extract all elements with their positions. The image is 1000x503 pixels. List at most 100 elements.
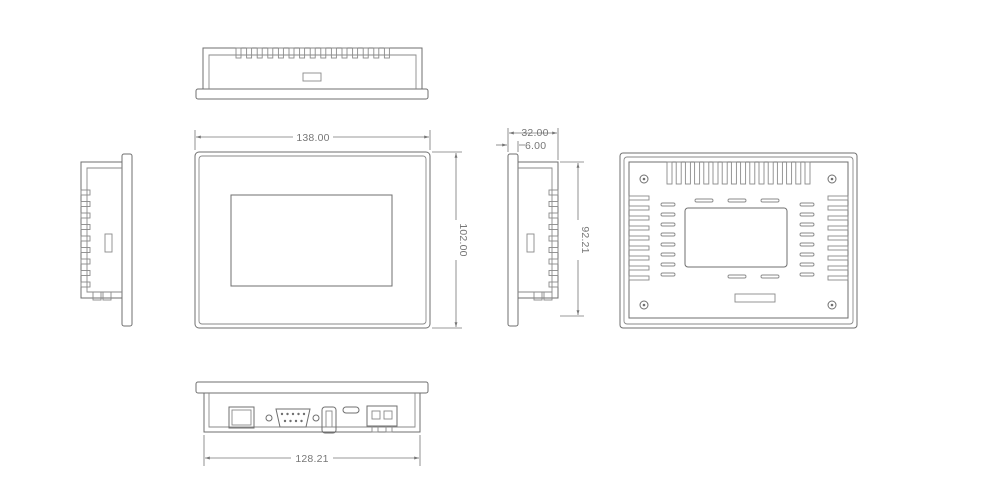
bottom-view: 128.21 bbox=[195, 381, 429, 466]
vent-fin bbox=[246, 47, 253, 59]
left-view-vents bbox=[80, 189, 91, 288]
vent-fin bbox=[80, 212, 91, 219]
vent-fin bbox=[548, 212, 559, 219]
left-view-connector bbox=[104, 233, 113, 253]
vent-fin bbox=[684, 161, 691, 185]
rear-view-slots bbox=[660, 198, 815, 279]
serial-db9-port bbox=[265, 408, 320, 428]
depth-dimension-label: 32.00 bbox=[521, 127, 548, 139]
vent-fin bbox=[548, 201, 559, 207]
right-view-connector bbox=[526, 233, 535, 253]
vent-fin bbox=[703, 161, 710, 185]
vent-fin bbox=[827, 235, 849, 241]
vent-fin bbox=[827, 245, 849, 251]
vent-fin bbox=[827, 215, 849, 221]
vent-fin bbox=[628, 245, 650, 251]
vent-fin bbox=[80, 201, 91, 207]
vent-fin bbox=[80, 270, 91, 276]
vent-fin bbox=[827, 255, 849, 261]
right-view-vents bbox=[548, 189, 559, 288]
vent-fin bbox=[309, 47, 316, 59]
vent-fin bbox=[758, 161, 765, 185]
ethernet-port bbox=[228, 406, 255, 429]
top-view-vents bbox=[235, 47, 390, 59]
vent-fin bbox=[628, 275, 650, 281]
vent-fin bbox=[795, 161, 802, 185]
top-view-connector bbox=[302, 72, 322, 82]
vent-fin bbox=[628, 215, 650, 221]
rear-view-right-vents bbox=[827, 195, 849, 281]
vent-fin bbox=[827, 195, 849, 201]
vent-fin bbox=[256, 47, 263, 59]
front-view-screen bbox=[230, 194, 393, 287]
vent-fin bbox=[352, 47, 359, 59]
rear-view-port-block bbox=[734, 293, 776, 303]
vent-fin bbox=[362, 47, 369, 59]
vent-fin bbox=[827, 275, 849, 281]
vent-fin bbox=[786, 161, 793, 185]
usb-c-port bbox=[342, 406, 360, 414]
vent-fin bbox=[548, 189, 559, 196]
flange-dimension-label: 6.00 bbox=[525, 140, 546, 152]
vent-fin bbox=[80, 235, 91, 242]
vent-fin bbox=[267, 47, 274, 59]
vent-fin bbox=[628, 265, 650, 271]
vent-fin bbox=[827, 205, 849, 211]
vent-fin bbox=[721, 161, 728, 185]
vent-fin bbox=[80, 281, 91, 288]
vent-fin bbox=[776, 161, 783, 185]
vent-fin bbox=[548, 270, 559, 276]
vent-fin bbox=[666, 161, 673, 185]
vent-fin bbox=[373, 47, 380, 59]
vent-fin bbox=[277, 47, 284, 59]
vent-fin bbox=[730, 161, 737, 185]
vent-fin bbox=[628, 195, 650, 201]
vent-fin bbox=[548, 281, 559, 288]
vent-fin bbox=[299, 47, 306, 59]
width-dimension-label: 138.00 bbox=[296, 132, 329, 144]
power-terminal bbox=[366, 405, 398, 433]
top-view bbox=[195, 47, 429, 100]
height-dimension-label: 102.00 bbox=[457, 223, 469, 256]
vent-fin bbox=[80, 189, 91, 196]
rear-view-screws bbox=[639, 174, 837, 310]
vent-fin bbox=[740, 161, 747, 185]
vent-fin bbox=[383, 47, 390, 59]
vent-fin bbox=[767, 161, 774, 185]
front-view: 138.00 102.00 bbox=[194, 130, 469, 329]
vent-fin bbox=[80, 224, 91, 230]
right-side-view: 32.00 6.00 92.21 bbox=[496, 127, 591, 327]
rear-view bbox=[619, 152, 858, 329]
vent-fin bbox=[548, 224, 559, 230]
vent-fin bbox=[827, 265, 849, 271]
vent-fin bbox=[330, 47, 337, 59]
vent-fin bbox=[628, 235, 650, 241]
vent-fin bbox=[548, 258, 559, 265]
left-side-view bbox=[80, 153, 133, 327]
vent-fin bbox=[235, 47, 242, 59]
vent-fin bbox=[80, 258, 91, 265]
usb-a-port bbox=[321, 406, 337, 434]
rear-view-top-vents bbox=[666, 161, 811, 185]
vent-fin bbox=[749, 161, 756, 185]
vent-fin bbox=[341, 47, 348, 59]
vent-fin bbox=[804, 161, 811, 185]
vent-fin bbox=[628, 225, 650, 231]
vent-fin bbox=[548, 247, 559, 253]
vent-fin bbox=[628, 205, 650, 211]
vent-fin bbox=[548, 235, 559, 242]
vent-fin bbox=[288, 47, 295, 59]
rear-view-left-vents bbox=[628, 195, 650, 281]
inner-height-dimension-label: 92.21 bbox=[579, 226, 591, 253]
bottom-width-dimension-label: 128.21 bbox=[295, 453, 328, 465]
vent-fin bbox=[628, 255, 650, 261]
vent-fin bbox=[694, 161, 701, 185]
vent-fin bbox=[320, 47, 327, 59]
left-view-terminal bbox=[92, 291, 102, 301]
vent-fin bbox=[80, 247, 91, 253]
vent-fin bbox=[675, 161, 682, 185]
rear-view-label-area bbox=[684, 207, 788, 268]
vent-fin bbox=[712, 161, 719, 185]
vent-fin bbox=[827, 225, 849, 231]
